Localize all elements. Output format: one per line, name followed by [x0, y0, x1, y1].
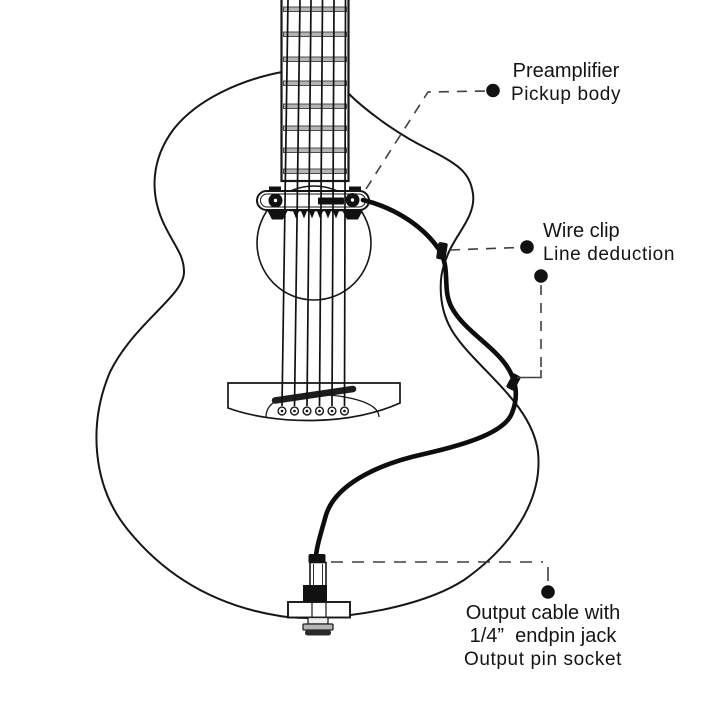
socket-flange — [302, 623, 334, 631]
saddle — [271, 385, 357, 404]
callout-wire-clip-line1: Wire clip — [543, 220, 620, 242]
bridge-plate — [227, 382, 401, 422]
callout-preamplifier: Preamplifier Pickup body — [500, 60, 632, 106]
body-left-edge — [95, 71, 314, 619]
leader-line-deduction-elbow — [517, 370, 542, 379]
output-cable — [313, 197, 519, 559]
leader-dots — [486, 83, 555, 599]
callout-preamplifier-line2: Pickup body — [510, 84, 622, 105]
pickup-screw-left-center — [273, 198, 278, 203]
pickup-top-nub-left — [269, 186, 281, 193]
pickup-top-nub-right — [349, 186, 361, 193]
endpin-bracket — [287, 601, 351, 619]
callout-output-line1: Output cable with — [465, 602, 621, 624]
wire-clip-upper — [436, 242, 448, 260]
endpin-jack — [287, 554, 351, 636]
leader-dot-wire-clip — [520, 240, 534, 254]
cable-boot — [308, 554, 326, 564]
socket-neck — [307, 616, 329, 625]
pickup-clamp-feet — [267, 209, 363, 220]
strings — [281, 0, 347, 407]
bridge — [227, 382, 401, 422]
callout-wire-clip: Wire clip Line deduction — [543, 220, 675, 266]
jack-cylinder — [309, 561, 327, 587]
soundhole-pickup — [256, 186, 370, 220]
leader-preamplifier — [365, 90, 487, 190]
pickup-screw-right-center — [350, 198, 355, 202]
pickup-brand-bar — [318, 197, 344, 205]
guitar-body-outline — [95, 71, 540, 619]
socket-ring — [305, 630, 331, 636]
fretboard — [280, 0, 350, 183]
soundhole — [256, 185, 372, 301]
leader-dot-line-deduction — [534, 269, 548, 283]
bridge-pins — [277, 406, 350, 416]
callout-output: Output cable with 1/4” endpin jack Outpu… — [436, 602, 650, 671]
callout-output-line3: Output pin socket — [463, 649, 623, 670]
leader-lines — [331, 90, 549, 581]
callout-output-line2: 1/4” endpin jack — [469, 625, 617, 647]
leader-dot-preamplifier — [486, 83, 500, 98]
frets — [283, 6, 347, 174]
leader-wire-clip — [449, 246, 519, 251]
callout-wire-clip-line2: Line deduction — [543, 244, 676, 265]
leader-dot-output — [541, 585, 555, 599]
body-right-edge — [312, 92, 540, 619]
jack-black-band — [303, 585, 327, 602]
wire-clip-lower — [506, 373, 521, 391]
callout-preamplifier-line1: Preamplifier — [512, 60, 620, 82]
